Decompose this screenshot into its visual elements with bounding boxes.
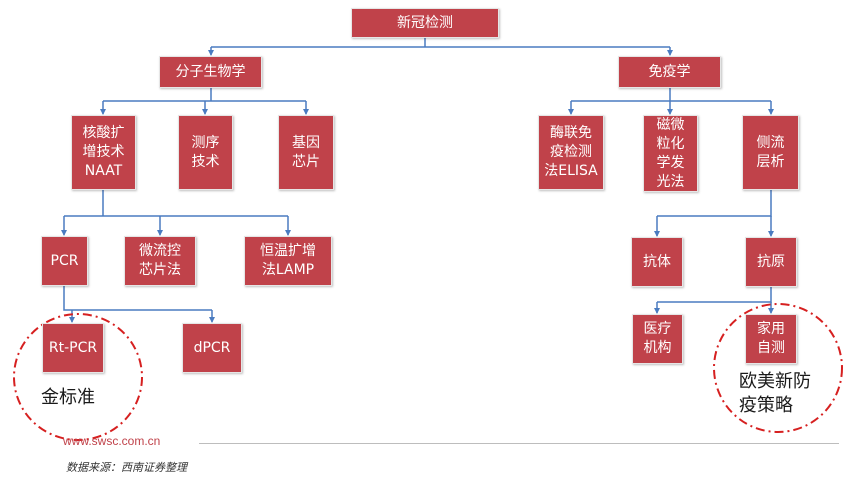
node-home-self-test: 家用 自测 xyxy=(745,314,797,364)
western-strategy-circle xyxy=(713,303,843,433)
connector-immune xyxy=(571,88,771,102)
node-rt-pcr: Rt-PCR xyxy=(42,323,104,373)
node-lamp: 恒温扩增 法LAMP xyxy=(244,236,332,286)
gold-standard-circle xyxy=(13,313,143,441)
node-gene-chip: 基因 芯片 xyxy=(278,115,334,190)
node-elisa: 酶联免 疫检测 法ELISA xyxy=(538,115,604,190)
node-antigen: 抗原 xyxy=(745,237,797,287)
node-dpcr: dPCR xyxy=(182,323,242,373)
gold-standard-label: 金标准 xyxy=(41,387,95,408)
node-sequencing: 测序 技术 xyxy=(178,115,233,190)
footer-divider xyxy=(199,443,839,444)
node-lateral-flow: 侧流 层析 xyxy=(742,115,799,190)
connector-antigen xyxy=(657,287,772,303)
node-root: 新冠检测 xyxy=(351,8,499,38)
node-magnetic-chemiluminescence: 磁微 粒化 学发 光法 xyxy=(643,115,698,192)
connector-lateral-flow xyxy=(657,190,772,217)
node-molecular-biology: 分子生物学 xyxy=(159,56,262,88)
node-naat: 核酸扩 增技术 NAAT xyxy=(71,115,136,190)
connector-root xyxy=(211,38,670,48)
node-antibody: 抗体 xyxy=(631,237,683,287)
western-strategy-label: 欧美新防 疫策略 xyxy=(739,371,811,416)
node-pcr: PCR xyxy=(41,236,88,286)
node-microfluidic-chip: 微流控 芯片法 xyxy=(124,236,196,286)
connector-naat xyxy=(64,190,288,217)
connector-pcr xyxy=(63,286,212,311)
footer-url: www.swsc.com.cn xyxy=(63,434,161,448)
node-immunology: 免疫学 xyxy=(618,56,721,88)
node-medical-institution: 医疗 机构 xyxy=(632,314,683,364)
footer-source: 数据来源：西南证券整理 xyxy=(66,461,187,474)
connector-molecular xyxy=(103,88,306,102)
